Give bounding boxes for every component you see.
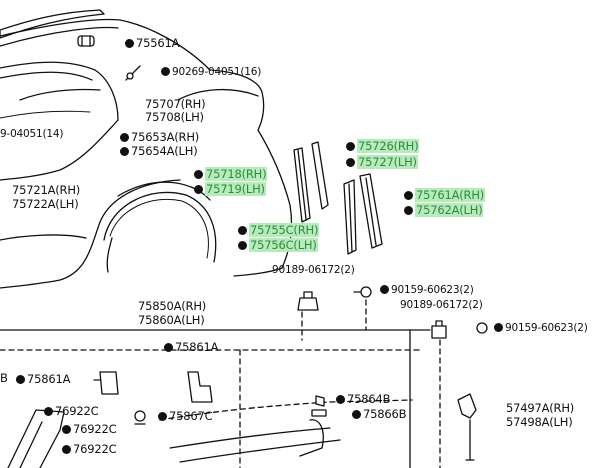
callout-90189-right[interactable]: 90189-06172(2): [400, 299, 483, 311]
bullet-icon: [158, 412, 167, 421]
bullet-icon: [336, 395, 345, 404]
clip-90159-right: [476, 322, 488, 334]
bullet-icon: [346, 142, 355, 151]
callout-90189-left[interactable]: 90189-06172(2): [272, 264, 355, 276]
callout-75727[interactable]: 75727(LH): [346, 155, 418, 169]
callout-57497a[interactable]: 57497A(RH): [506, 401, 575, 415]
bullet-icon: [380, 285, 389, 294]
clip-90189-left: [297, 291, 319, 311]
callout-75756c[interactable]: 75756C(LH): [238, 238, 318, 252]
bullet-icon: [404, 206, 413, 215]
garnish-75726: [311, 141, 329, 210]
callout-75561a[interactable]: 75561A: [125, 37, 179, 49]
clip-75866b: [311, 409, 327, 417]
callout-76922c-1[interactable]: 76922C: [44, 405, 99, 417]
garnish-75755: [343, 179, 357, 255]
bullet-icon: [352, 410, 361, 419]
callout-75850a[interactable]: 75850A(RH): [138, 299, 207, 313]
callout-b-fragment[interactable]: B: [0, 371, 8, 385]
callout-75755c[interactable]: 75755C(RH): [238, 223, 320, 237]
callout-75866b[interactable]: 75866B: [352, 408, 406, 420]
bullet-icon: [238, 241, 247, 250]
clip-75561a: [77, 35, 95, 47]
clip-90159-left: [353, 286, 372, 298]
callout-75719[interactable]: 75719(LH): [194, 182, 266, 196]
rocker-molding-outline: [0, 299, 441, 468]
bullet-icon: [194, 185, 203, 194]
bullet-icon: [125, 39, 134, 48]
callout-75861a-mid[interactable]: 75861A: [164, 341, 218, 353]
callout-90269[interactable]: 90269-04051(16): [161, 66, 261, 78]
mudguard-57497a: [457, 393, 477, 461]
bullet-icon: [120, 147, 129, 156]
bullet-icon: [238, 226, 247, 235]
bullet-icon: [194, 170, 203, 179]
bullet-icon: [62, 445, 71, 454]
bullet-icon: [161, 67, 170, 76]
callout-75653a[interactable]: 75653A(RH): [120, 131, 199, 143]
callout-90159-right[interactable]: 90159-60623(2): [494, 322, 588, 334]
callout-04051[interactable]: 9-04051(14): [0, 128, 64, 140]
garnish-75718: [293, 147, 311, 223]
callout-57498a[interactable]: 57498A(LH): [506, 415, 573, 429]
callout-75864b[interactable]: 75864B: [336, 393, 390, 405]
bullet-icon: [404, 191, 413, 200]
clip-90189-right: [431, 320, 447, 339]
bracket-75861a-mid: [187, 371, 213, 403]
bullet-icon: [494, 323, 503, 332]
bullet-icon: [44, 407, 53, 416]
callout-75718[interactable]: 75718(RH): [194, 167, 268, 181]
callout-75867c[interactable]: 75867C: [158, 410, 213, 422]
clip-75864b: [315, 395, 325, 407]
callout-75708[interactable]: 75708(LH): [145, 110, 204, 124]
callout-75654a[interactable]: 75654A(LH): [120, 145, 198, 157]
callout-75707[interactable]: 75707(RH): [145, 97, 206, 111]
screw-90269: [125, 65, 141, 81]
bullet-icon: [346, 158, 355, 167]
roof-molding-strip: [0, 9, 105, 39]
callout-75861a-left[interactable]: 75861A: [16, 373, 70, 385]
callout-75762a[interactable]: 75762A(LH): [404, 203, 484, 217]
bullet-icon: [16, 375, 25, 384]
clip-75867c: [134, 410, 146, 425]
bracket-75861a-left: [93, 371, 119, 395]
vehicle-body-outline: [0, 18, 293, 289]
callout-76922c-3[interactable]: 76922C: [62, 443, 117, 455]
callout-75726[interactable]: 75726(RH): [346, 139, 420, 153]
callout-76922c-2[interactable]: 76922C: [62, 423, 117, 435]
bullet-icon: [164, 343, 173, 352]
callout-75721a[interactable]: 75721A(RH): [12, 183, 81, 197]
callout-75722a[interactable]: 75722A(LH): [12, 197, 79, 211]
callout-90159-left[interactable]: 90159-60623(2): [380, 284, 474, 296]
garnish-75761: [359, 173, 383, 249]
bullet-icon: [62, 425, 71, 434]
callout-75860a[interactable]: 75860A(LH): [138, 313, 205, 327]
wheel-arch-molding: [103, 181, 217, 273]
callout-75761a[interactable]: 75761A(RH): [404, 188, 486, 202]
bullet-icon: [120, 133, 129, 142]
